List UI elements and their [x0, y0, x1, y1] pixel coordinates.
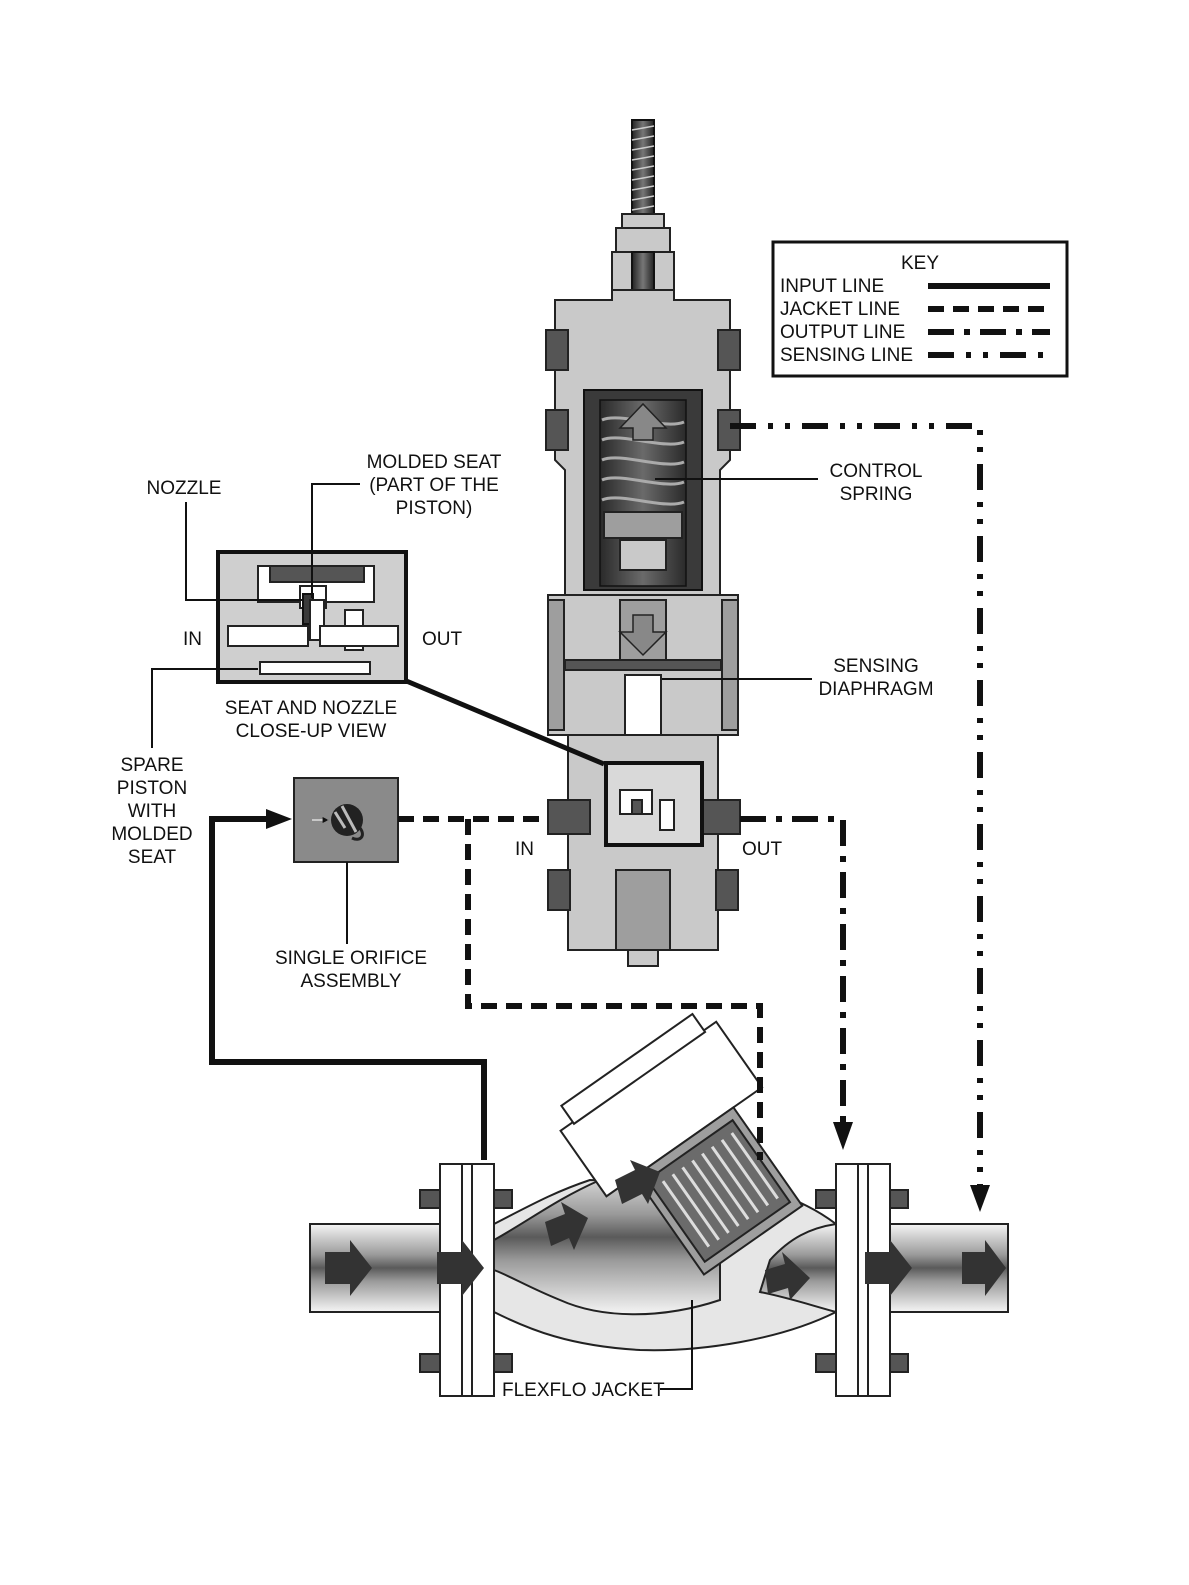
closeup-in-label: IN: [183, 629, 202, 650]
key-label-sensing: SENSING LINE: [780, 345, 913, 366]
spare-piston-label: SPARE: [120, 755, 183, 776]
single-orifice-label: SINGLE ORIFICE: [275, 948, 427, 969]
control-spring-label: SPRING: [840, 484, 913, 505]
single-orifice-label: ASSEMBLY: [300, 971, 401, 992]
nozzle-label: NOZZLE: [147, 478, 222, 499]
key-title: KEY: [901, 253, 939, 274]
control-spring-label: CONTROL: [830, 461, 923, 482]
spare-piston-label: SEAT: [128, 847, 177, 868]
single-orifice-assembly: [294, 778, 398, 862]
key-label-jacket: JACKET LINE: [780, 299, 900, 320]
pilot-regulator: [546, 120, 740, 966]
molded-seat-label: MOLDED SEAT: [367, 452, 502, 473]
input-arrow-icon: [266, 809, 292, 829]
sensing-diaphragm-label: SENSING: [833, 656, 919, 677]
closeup-caption: SEAT AND NOZZLE: [225, 698, 397, 719]
closeup-out-label: OUT: [422, 629, 463, 650]
sensing-line: [730, 426, 980, 1185]
spare-piston-label: MOLDED: [111, 824, 192, 845]
output-arrow-icon: [833, 1122, 853, 1150]
key-label-input: INPUT LINE: [780, 276, 884, 297]
flexflo-jacket-label: FLEXFLO JACKET: [502, 1380, 665, 1401]
sensing-arrow-icon: [970, 1185, 990, 1212]
spare-piston-label: PISTON: [117, 778, 187, 799]
closeup-caption: CLOSE-UP VIEW: [236, 721, 387, 742]
spare-piston-label: WITH: [128, 801, 177, 822]
key-legend: KEY INPUT LINE JACKET LINE OUTPUT LINE S…: [773, 242, 1067, 376]
molded-seat-label: (PART OF THE: [369, 475, 499, 496]
molded-seat-label: PISTON): [396, 498, 473, 519]
pilot-out-label: OUT: [742, 839, 783, 860]
key-label-output: OUTPUT LINE: [780, 322, 905, 343]
sensing-diaphragm-label: DIAPHRAGM: [818, 679, 933, 700]
pilot-in-label: IN: [515, 839, 534, 860]
